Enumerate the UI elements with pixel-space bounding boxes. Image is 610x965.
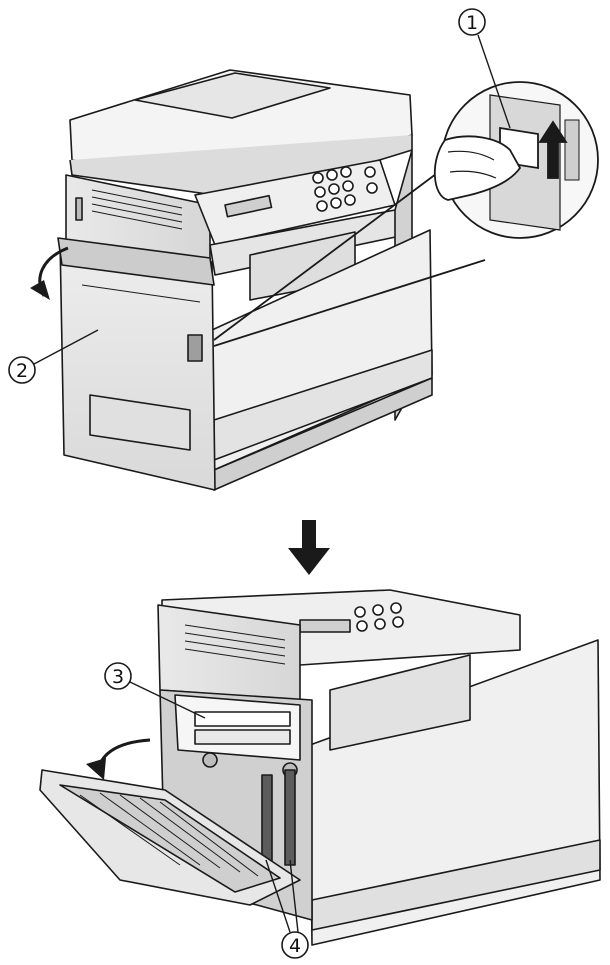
svg-text:2: 2 (16, 360, 28, 382)
step-down-arrow-icon (288, 520, 330, 575)
callout-4: 4 (265, 859, 309, 959)
hand-icon (433, 135, 522, 201)
svg-text:4: 4 (289, 935, 301, 957)
keypad (312, 166, 378, 212)
side-cover-opening-edge (57, 237, 215, 286)
adf-tray (134, 72, 331, 119)
push-up-arrow-icon (538, 120, 568, 179)
printer-top (57, 69, 433, 491)
callout-3: 3 (104, 662, 206, 719)
open-arrow-icon (86, 738, 151, 780)
magnifier-detail (213, 81, 599, 347)
svg-text:3: 3 (112, 666, 124, 688)
open-arrow-icon (30, 246, 69, 300)
svg-text:1: 1 (466, 12, 478, 34)
bottom-keypad (354, 602, 404, 632)
side-vents (91, 189, 183, 230)
fuser-unit (174, 694, 301, 761)
callout-2: 2 (8, 329, 99, 384)
printer-bottom (39, 589, 601, 946)
callout-1: 1 (458, 8, 511, 129)
